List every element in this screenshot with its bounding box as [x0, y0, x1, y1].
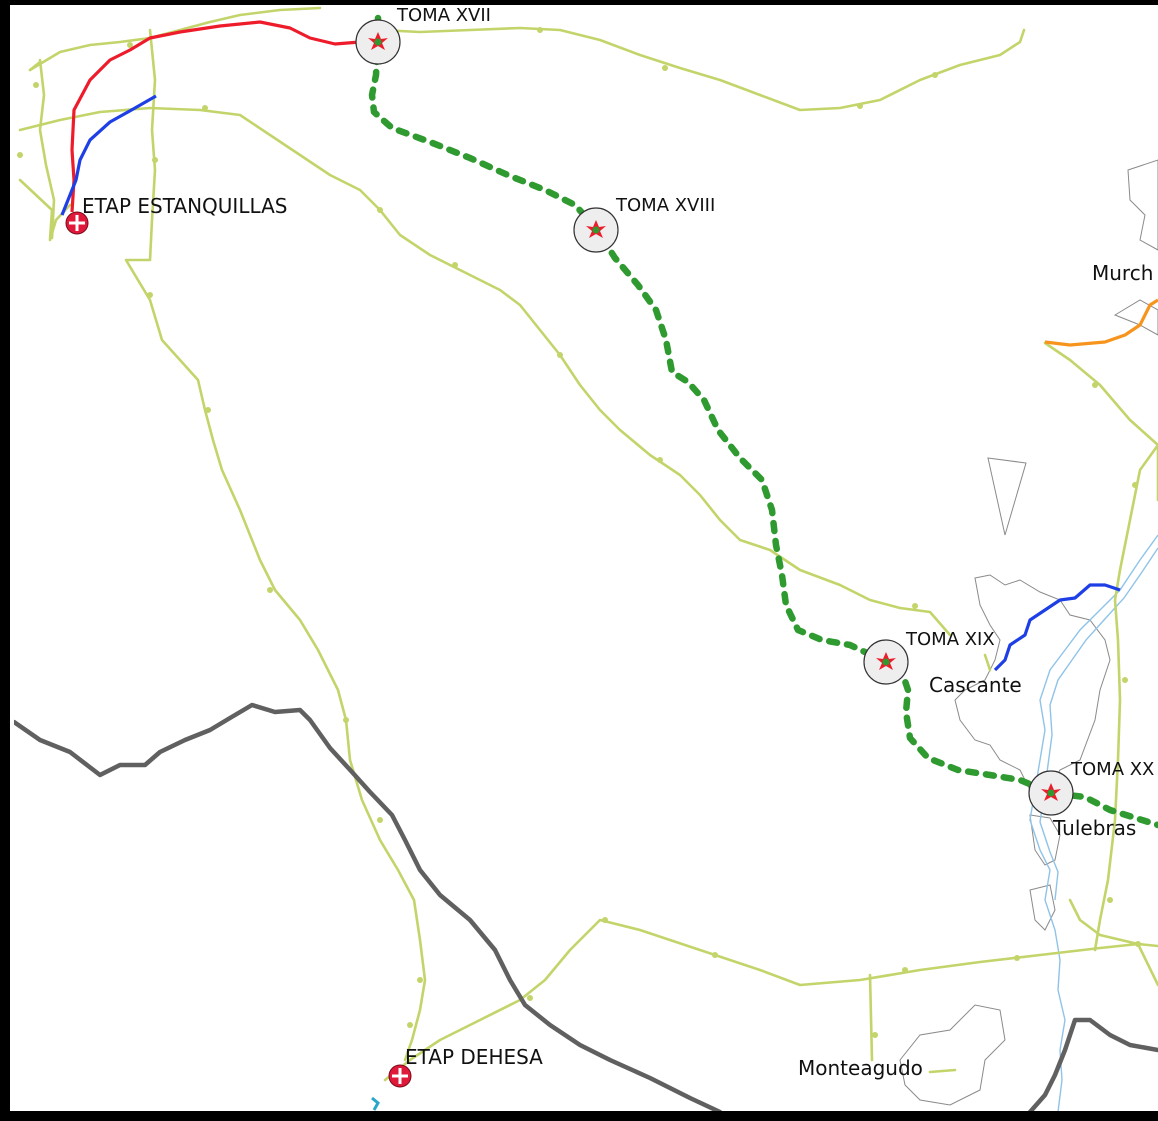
road-markers	[17, 27, 1141, 1038]
label-etap-estanquillas: ETAP ESTANQUILLAS	[82, 194, 287, 218]
label-tulebras: Tulebras	[1052, 816, 1136, 840]
pipeline-route	[368, 14, 1158, 829]
supply-line-red	[70, 20, 379, 213]
main-road	[14, 702, 1158, 1112]
etap-estanquillas-plant-icon[interactable]	[65, 211, 89, 235]
label-toma-xix: TOMA XIX	[905, 629, 995, 650]
label-toma-xvii: TOMA XVII	[396, 5, 491, 26]
label-etap-dehesa: ETAP DEHESA	[405, 1045, 543, 1069]
label-toma-xx: TOMA XX	[1070, 759, 1154, 780]
supply-line-blue-east	[993, 583, 1121, 672]
label-cascante: Cascante	[929, 673, 1022, 697]
label-monteagudo: Monteagudo	[798, 1056, 923, 1080]
supply-line-orange	[1044, 298, 1158, 347]
toma-xviii-intake-icon[interactable]	[573, 207, 619, 253]
label-murch: Murch	[1092, 261, 1153, 285]
toma-xix-intake-icon[interactable]	[863, 639, 909, 685]
label-toma-xviii: TOMA XVIII	[615, 195, 715, 216]
toma-xx-intake-icon[interactable]	[1028, 770, 1074, 816]
etap-dehesa-plant-icon[interactable]	[388, 1064, 412, 1088]
supply-line-blue-west	[60, 94, 157, 216]
regional-roads	[18, 6, 1158, 1082]
toma-xvii-intake-icon[interactable]	[355, 19, 401, 65]
